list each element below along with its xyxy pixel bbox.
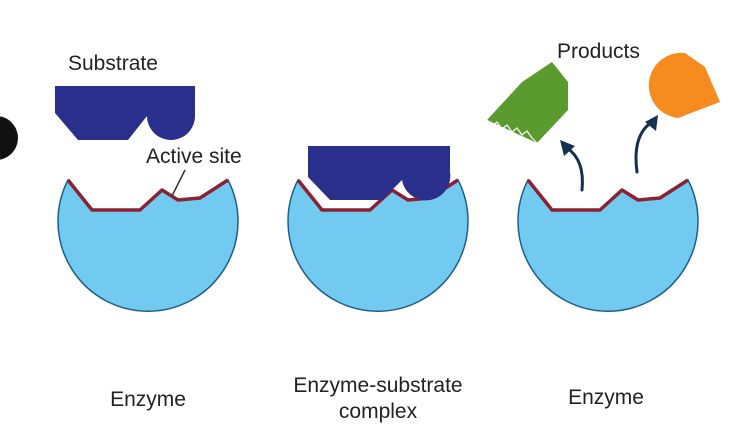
- active-site-edge-left: [66, 178, 229, 212]
- enzyme-middle: [287, 178, 469, 312]
- product-green-jagged-edge: [486, 119, 538, 144]
- enzyme-left-group: [57, 169, 239, 312]
- enzyme-right-group: [517, 178, 699, 312]
- products-label: Products: [557, 40, 640, 63]
- enzyme-left: [57, 178, 239, 312]
- active-site-edge-right: [526, 178, 689, 212]
- complex-label-line2: complex: [339, 400, 418, 423]
- enzyme-right-label: Enzyme: [568, 386, 644, 409]
- substrate-label: Substrate: [68, 52, 158, 75]
- edge-badge: [0, 116, 18, 160]
- substrate-bound: [308, 146, 451, 201]
- complex-label-line1: Enzyme-substrate: [293, 374, 462, 397]
- active-site-pointer: [171, 169, 186, 197]
- enzyme-complex-group: [287, 146, 469, 312]
- active-site-label: Active site: [146, 145, 242, 168]
- substrate-free: [55, 86, 195, 140]
- enzyme-right: [517, 178, 699, 312]
- enzyme-left-label: Enzyme: [110, 388, 186, 411]
- release-arrow-right: [634, 115, 658, 174]
- product-orange: [648, 52, 720, 118]
- release-arrow-left: [560, 140, 584, 192]
- product-green: [487, 62, 568, 143]
